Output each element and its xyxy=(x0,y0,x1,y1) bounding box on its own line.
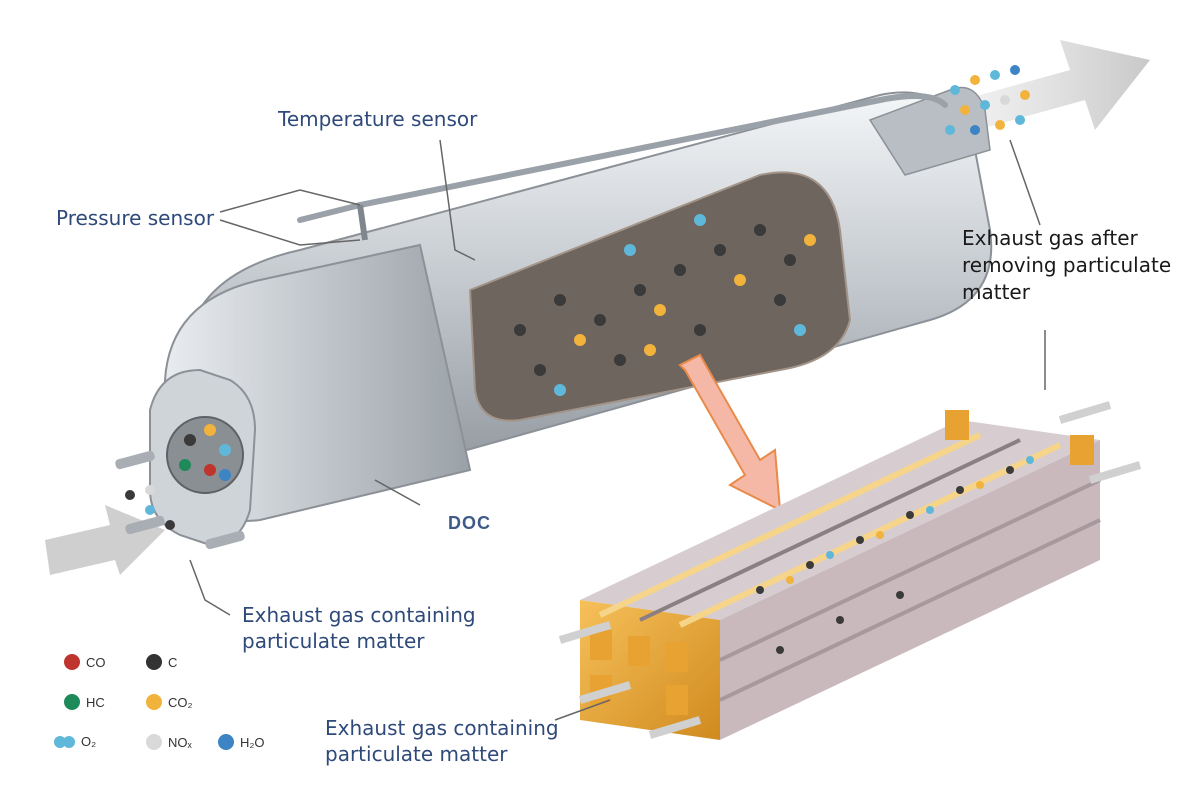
temperature-sensor-label: Temperature sensor xyxy=(278,107,478,131)
exhaust-containing-top-line1: Exhaust gas containing xyxy=(242,603,476,627)
filter-detail xyxy=(558,401,1142,740)
inlet-flange xyxy=(115,368,257,550)
co2-molecule-icon xyxy=(146,694,162,710)
legend-o2-label: O₂ xyxy=(81,734,97,749)
legend-o2: O₂ xyxy=(54,734,96,749)
h2o-molecule-icon xyxy=(218,734,234,750)
legend-co: CO xyxy=(64,654,106,670)
pressure-sensor-label: Pressure sensor xyxy=(56,206,215,230)
exhaust-after-label-line2: removing particulate xyxy=(962,253,1172,277)
exhaust-containing-bottom-line2: particulate matter xyxy=(325,742,508,766)
exhaust-containing-top-line2: particulate matter xyxy=(242,629,425,653)
doc-label: DOC xyxy=(448,513,491,533)
leader-lines xyxy=(189,139,1046,721)
hc-molecule-icon xyxy=(64,694,80,710)
exhaust-after-label-line1: Exhaust gas after xyxy=(962,226,1138,250)
co-molecule-icon xyxy=(64,654,80,670)
legend-c: C xyxy=(146,654,177,670)
o2-molecule-icon xyxy=(54,735,75,748)
inlet-particles xyxy=(125,485,175,530)
legend-co2-label: CO₂ xyxy=(168,694,193,710)
molecule-legend: CO C HC CO₂ O₂ NOₓ H₂O xyxy=(50,648,310,768)
legend-nox: NOₓ xyxy=(146,734,192,750)
filter-cutaway xyxy=(468,171,852,422)
legend-h2o-label: H₂O xyxy=(240,734,265,750)
outlet-particles xyxy=(945,65,1030,135)
legend-hc-label: HC xyxy=(86,694,105,710)
nox-molecule-icon xyxy=(146,734,162,750)
exhaust-after-label-line3: matter xyxy=(962,280,1030,304)
exhaust-containing-bottom-line1: Exhaust gas containing xyxy=(325,716,559,740)
legend-nox-label: NOₓ xyxy=(168,734,192,750)
inlet-arrow xyxy=(45,505,165,575)
legend-co-label: CO xyxy=(86,654,106,670)
legend-co2: CO₂ xyxy=(146,694,193,710)
legend-hc: HC xyxy=(64,694,105,710)
carbon-molecule-icon xyxy=(146,654,162,670)
legend-c-label: C xyxy=(168,654,178,670)
sensor-tube xyxy=(297,93,948,223)
legend-h2o: H₂O xyxy=(218,734,265,750)
